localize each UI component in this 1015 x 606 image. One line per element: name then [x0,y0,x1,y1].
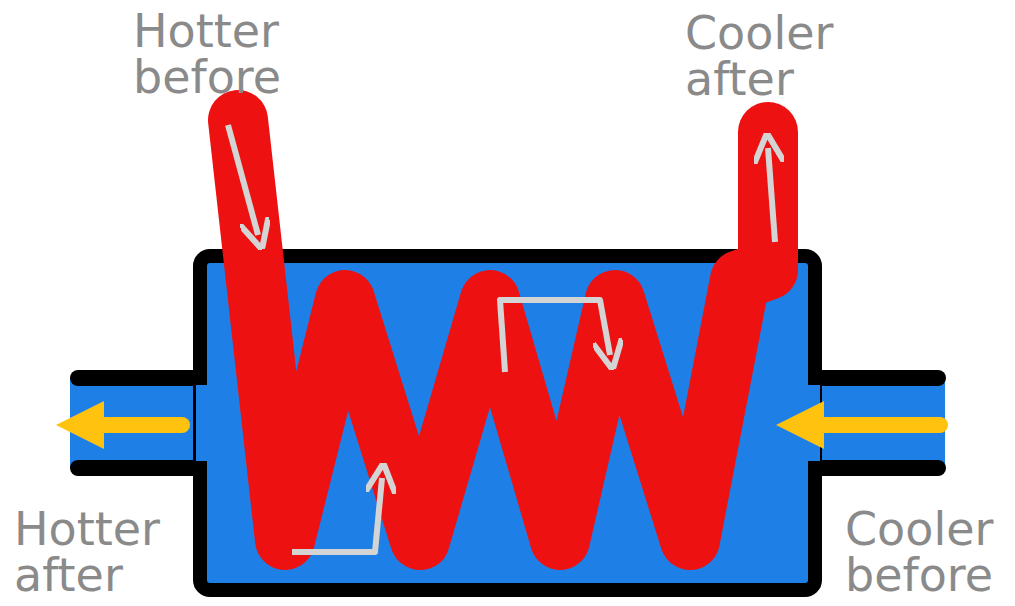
coil-tube [238,120,768,540]
flow-label: Cooler after [685,10,860,102]
flow-arrow [800,417,940,433]
outlet-pipe [70,378,210,468]
flow-label: Hotter after [14,506,189,598]
flow-label: Cooler before [845,506,1010,598]
flow-label: Hotter before [133,8,308,100]
flow-arrow [80,417,182,433]
